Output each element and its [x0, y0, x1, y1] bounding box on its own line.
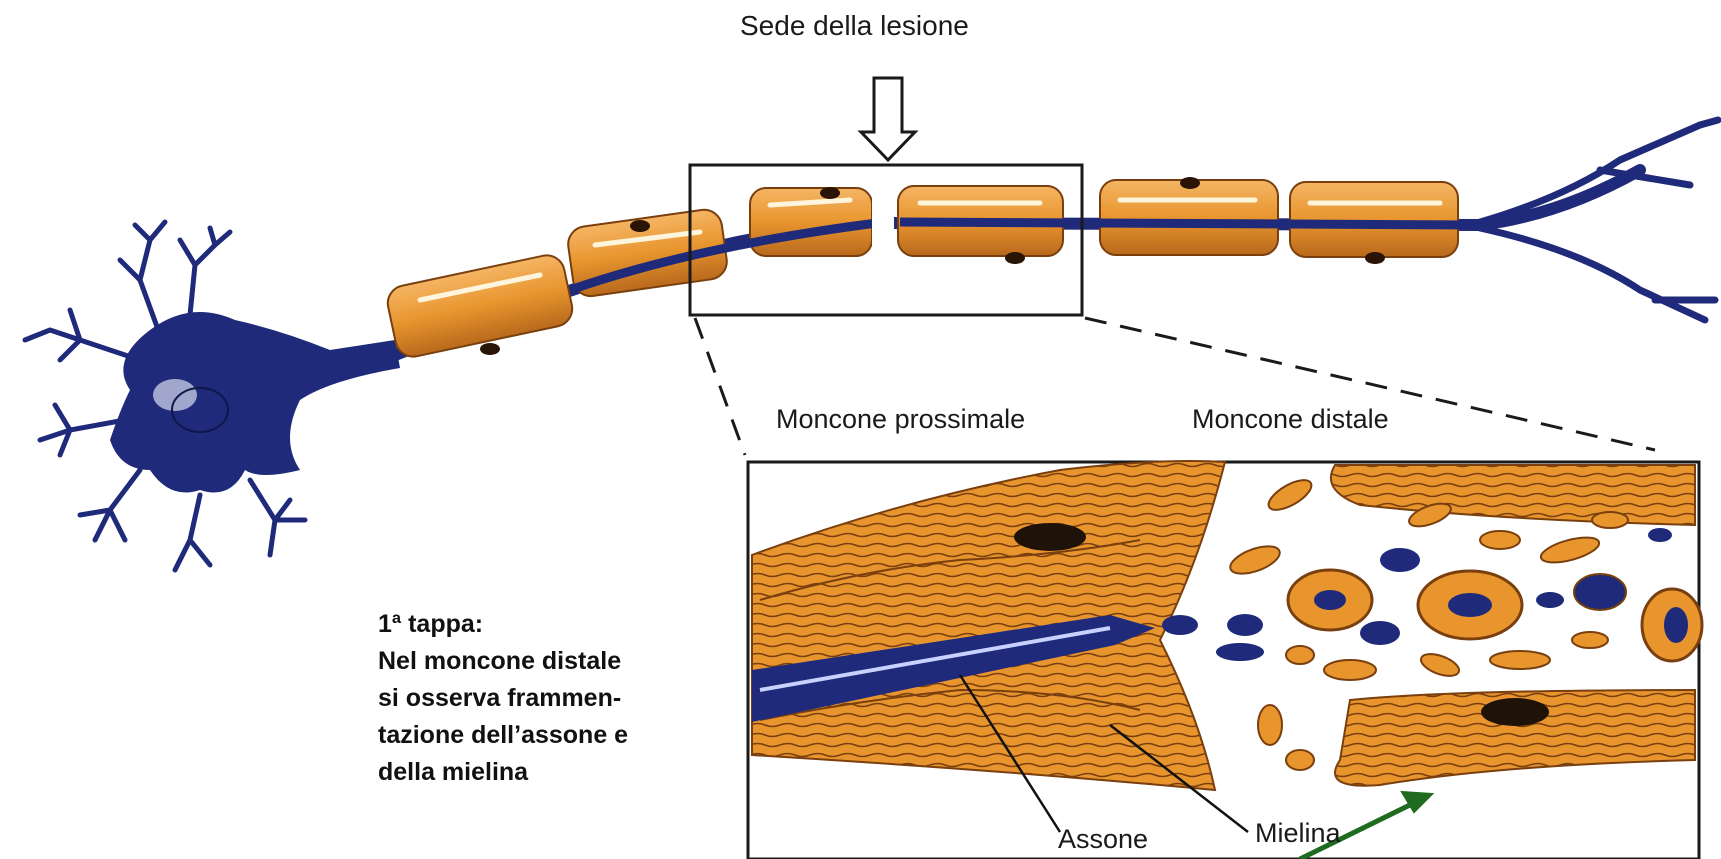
axon-label: Assone: [1058, 824, 1148, 855]
stage-line: si osserva frammen-: [378, 680, 628, 717]
stage-heading: 1ª tappa:: [378, 606, 628, 643]
proximal-stump-label: Moncone prossimale: [776, 404, 1025, 435]
myelin-segments: [384, 177, 1458, 360]
cell-body: [110, 312, 400, 493]
lesion-site-label: Sede della lesione: [740, 10, 969, 42]
magnified-inset: [748, 461, 1702, 859]
distal-stump-label: Moncone distale: [1192, 404, 1389, 435]
stage-description: 1ª tappa: Nel moncone distale si osserva…: [378, 606, 628, 791]
stage-line: Nel moncone distale: [378, 643, 628, 680]
stage-line: della mielina: [378, 754, 628, 791]
myelin-label: Mielina: [1255, 818, 1341, 849]
stage-line: tazione dell’assone e: [378, 717, 628, 754]
lesion-arrow: [861, 78, 915, 160]
